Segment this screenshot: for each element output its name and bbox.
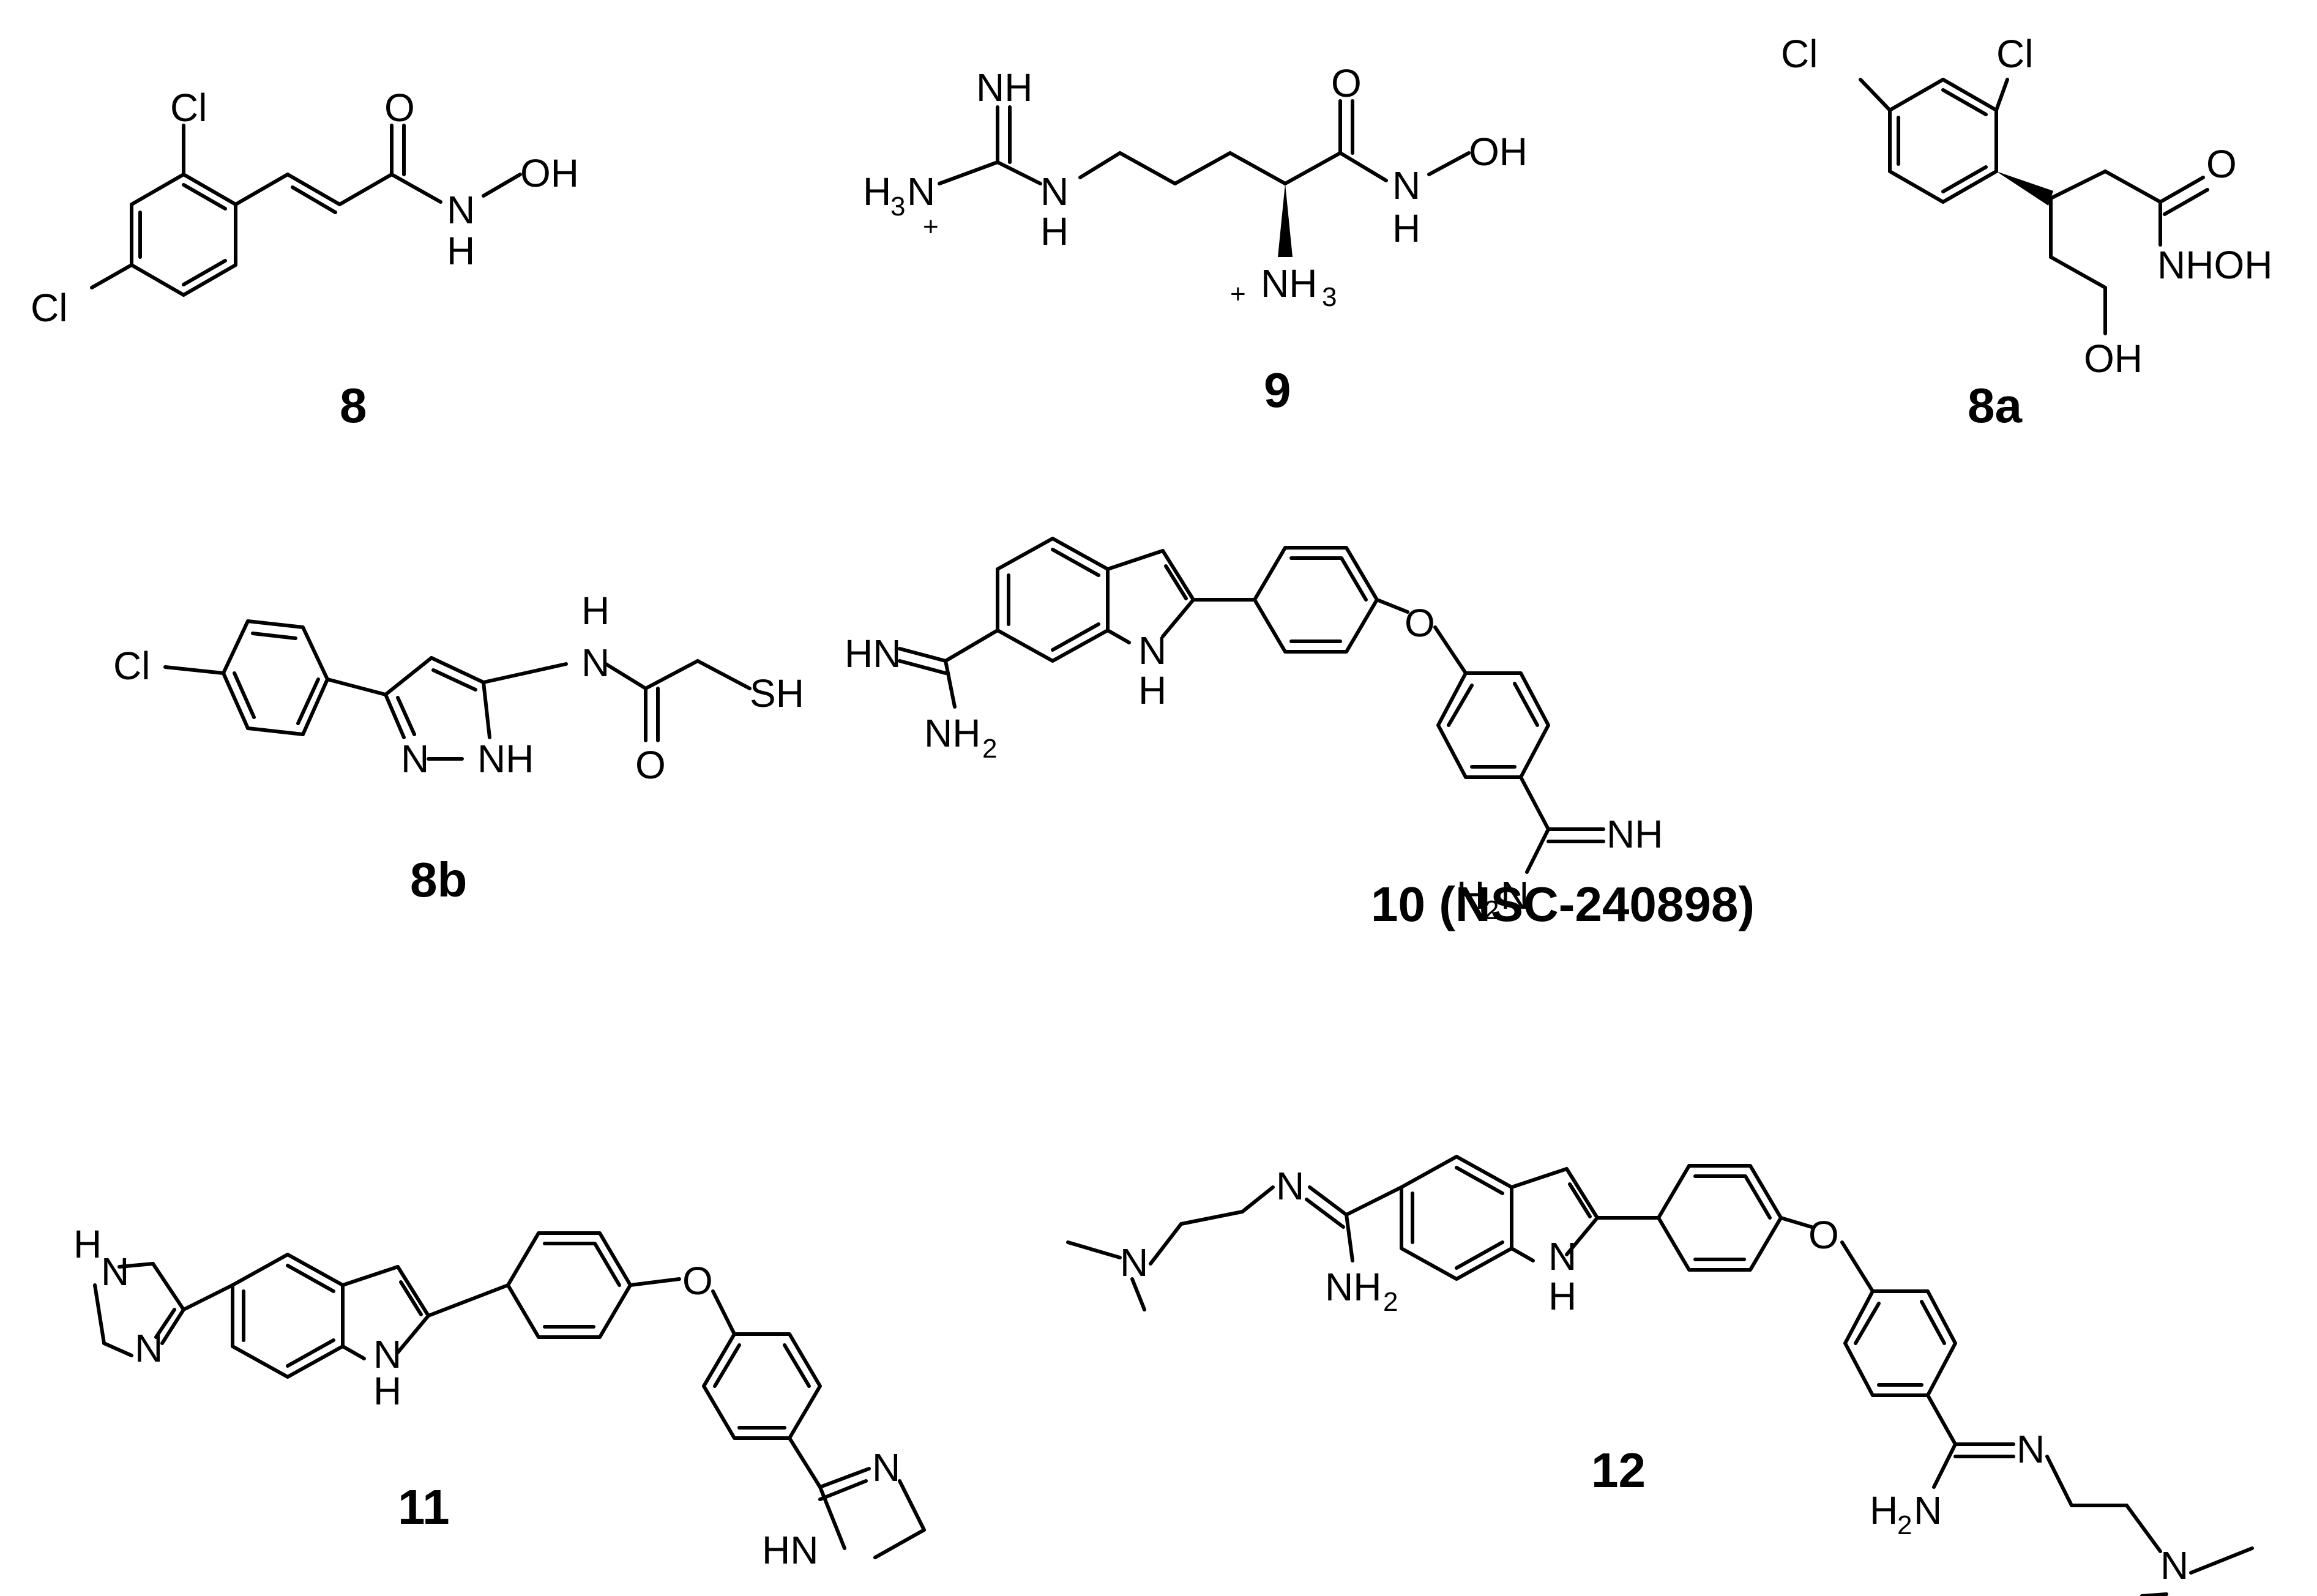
atom-h: H	[581, 589, 610, 633]
atom-h: H	[73, 1222, 102, 1266]
atom-n: N	[1548, 1234, 1576, 1278]
atom-nh2: NH	[1325, 1265, 1381, 1309]
atom-nh: NH	[976, 65, 1032, 110]
compound-label-8a: 8a	[1968, 378, 2022, 433]
atom-nh: NH	[1606, 812, 1663, 856]
structure-8: Cl Cl O N H OH 8	[31, 86, 579, 433]
atom-n: N	[373, 1332, 401, 1376]
subscript-2: 2	[982, 734, 997, 764]
compound-label-10: 10 (NSC-240898)	[1371, 877, 1755, 931]
atom-o: O	[384, 86, 415, 130]
subscript-3: 3	[890, 192, 905, 222]
atom-nh3: NH	[1261, 261, 1317, 305]
atom-cl: Cl	[31, 286, 67, 330]
charge-plus: +	[1230, 279, 1246, 309]
atom-n: N	[101, 1250, 129, 1294]
atom-h: H	[1457, 873, 1485, 917]
atom-n: N	[581, 641, 610, 685]
atom-n: N	[907, 170, 935, 214]
atom-h: H	[447, 229, 475, 273]
atom-o: O	[682, 1259, 713, 1303]
compound-label-9: 9	[1264, 363, 1291, 417]
atom-o: O	[1405, 601, 1435, 645]
atom-n: N	[1138, 628, 1166, 673]
atom-n: N	[2160, 1543, 2188, 1587]
atom-h: H	[1548, 1274, 1576, 1318]
compound-label-8: 8	[340, 378, 367, 433]
atom-nh: NH	[477, 737, 534, 781]
atom-n: N	[2017, 1427, 2045, 1471]
compound-label-11: 11	[398, 1480, 450, 1534]
atom-hn: HN	[845, 632, 901, 676]
atom-nh2: NH	[924, 711, 980, 755]
structure-8b: Cl H N SH N NH O 8b	[113, 589, 804, 907]
atom-n: N	[1040, 170, 1069, 214]
atom-nhoh: NHOH	[2157, 243, 2272, 287]
atom-n: N	[1501, 873, 1529, 917]
atom-h: H	[1040, 209, 1069, 253]
atom-n: N	[872, 1445, 900, 1490]
atom-n: N	[1120, 1240, 1148, 1285]
structure-12: N N NH 2 N H O N H 2 N N 12	[1066, 1155, 2254, 1596]
atom-n: N	[135, 1326, 163, 1370]
atom-o: O	[1808, 1213, 1839, 1257]
atom-n: N	[1914, 1488, 1942, 1532]
atom-cl: Cl	[1781, 32, 1818, 76]
atom-oh: OH	[2084, 337, 2143, 381]
atom-h: H	[1392, 206, 1420, 250]
atom-o: O	[635, 743, 666, 787]
atom-h: H	[1138, 668, 1166, 712]
atom-n: N	[447, 188, 475, 232]
atom-sh: SH	[750, 671, 804, 715]
atom-cl: Cl	[1996, 32, 2033, 76]
subscript-3: 3	[1322, 282, 1337, 312]
structure-11: H N N N H O N HN 11	[73, 1222, 926, 1572]
compound-label-8b: 8b	[410, 852, 467, 907]
atom-n: N	[401, 737, 429, 781]
atom-o: O	[1331, 61, 1362, 105]
structure-10: HN NH 2 N H O NH H 2 N 10 (NSC-240898)	[845, 537, 1755, 931]
subscript-2: 2	[1484, 895, 1499, 925]
compound-label-12: 12	[1591, 1443, 1646, 1497]
atom-cl: Cl	[113, 644, 150, 688]
atom-n: N	[1276, 1164, 1304, 1208]
atom-h: H	[863, 170, 891, 214]
atom-oh: OH	[520, 151, 579, 195]
atom-h: H	[1870, 1488, 1898, 1532]
atom-cl: Cl	[170, 86, 207, 130]
atom-oh: OH	[1469, 130, 1528, 174]
atom-o: O	[2206, 142, 2237, 186]
atom-n: N	[1392, 163, 1420, 207]
structure-9: NH H 3 N + N H + NH 3 O N H OH 9	[863, 61, 1528, 417]
subscript-2: 2	[1383, 1287, 1398, 1317]
atom-h: H	[373, 1369, 401, 1413]
structure-8a: Cl Cl O NHOH OH 8a	[1781, 32, 2272, 433]
subscript-2: 2	[1897, 1510, 1912, 1540]
charge-plus: +	[923, 212, 939, 242]
atom-hn: HN	[762, 1528, 818, 1572]
